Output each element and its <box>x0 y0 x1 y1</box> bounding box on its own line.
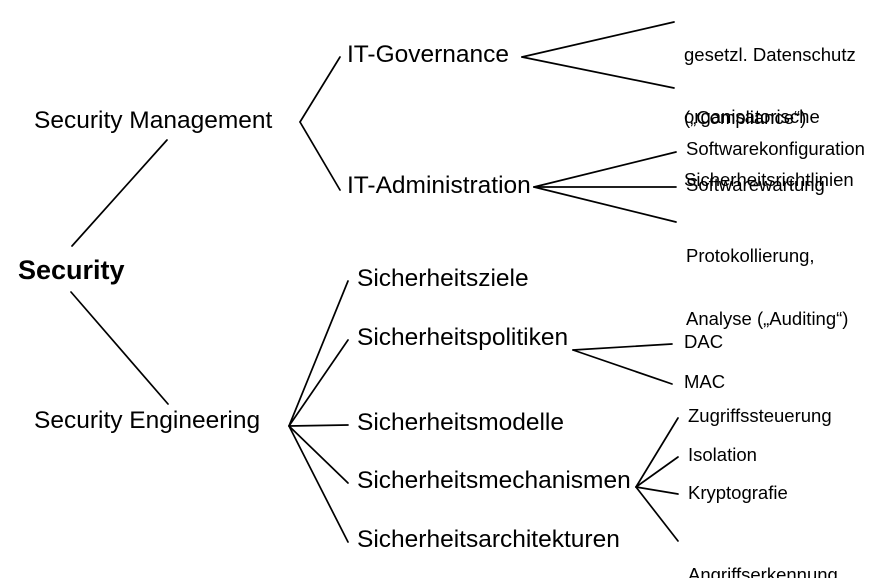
node-zugriffssteuerung[interactable]: Zugriffssteuerung <box>688 405 832 426</box>
node-protokollierung-analyse[interactable]: Protokollierung, Analyse („Auditing“) <box>686 205 848 371</box>
node-kryptografie[interactable]: Kryptografie <box>688 482 788 503</box>
node-organisatorische-line1: organisatorische <box>684 106 820 128</box>
node-security-engineering[interactable]: Security Engineering <box>34 407 261 434</box>
edge-mechanismen-to-zugriffssteuerung <box>635 417 679 488</box>
node-sicherheitsmodelle[interactable]: Sicherheitsmodelle <box>357 409 564 436</box>
node-sicherheitsziele[interactable]: Sicherheitsziele <box>357 265 529 292</box>
node-sicherheitspolitiken[interactable]: Sicherheitspolitiken <box>357 324 569 351</box>
node-softwarekonfiguration[interactable]: Softwarekonfiguration <box>686 138 865 159</box>
node-security-root[interactable]: Security <box>18 255 125 285</box>
node-organisatorische-sicherheitsrichtlinien[interactable]: organisatorische Sicherheitsrichtlinien <box>684 66 854 232</box>
node-isolation[interactable]: Isolation <box>688 444 757 465</box>
edge-politiken-to-dac <box>572 343 673 351</box>
node-angriffserkennung-line1: Angriffserkennung <box>688 564 838 578</box>
node-gesetzl-datenschutz-line1: gesetzl. Datenschutz <box>684 44 856 66</box>
edge-itadmin-to-protokollierung <box>533 186 677 223</box>
edge-security-to-security-engineering <box>70 291 169 405</box>
node-softwarewartung[interactable]: Softwarewartung <box>686 174 825 195</box>
edge-seceng-to-sicherheitsziele <box>288 280 349 427</box>
edge-seceng-to-sicherheitsmodelle <box>288 424 349 427</box>
edge-secmgmt-to-it-administration <box>299 121 341 191</box>
edge-secmgmt-to-it-governance <box>299 56 341 123</box>
edge-itadmin-to-softwarekonfiguration <box>533 151 677 188</box>
node-angriffserkennung[interactable]: Angriffserkennung (Intrusion Detection) <box>688 524 855 578</box>
edge-seceng-to-sicherheitspolitiken <box>288 339 349 427</box>
node-gesetzl-datenschutz[interactable]: gesetzl. Datenschutz („Compliance“) <box>684 4 856 170</box>
edge-itgov-to-richtlinien <box>521 56 675 89</box>
edge-itgov-to-compliance <box>521 21 675 58</box>
edge-security-to-security-management <box>71 139 168 247</box>
edge-mechanismen-to-angriffserkennung <box>635 486 679 542</box>
node-protokollierung-line1: Protokollierung, <box>686 245 815 267</box>
node-it-administration[interactable]: IT-Administration <box>347 172 531 199</box>
node-mac[interactable]: MAC <box>684 371 726 392</box>
edge-mechanismen-to-kryptografie <box>635 486 679 495</box>
edge-politiken-to-mac <box>572 349 673 385</box>
node-sicherheitsarchitekturen[interactable]: Sicherheitsarchitekturen <box>357 526 620 553</box>
edge-seceng-to-sicherheitsmechanismen <box>288 425 349 484</box>
node-dac[interactable]: DAC <box>684 331 724 352</box>
edge-seceng-to-sicherheitsarchitekturen <box>288 425 349 543</box>
edge-mechanismen-to-isolation <box>635 456 679 488</box>
node-organisatorische-line2: Sicherheitsrichtlinien <box>684 168 854 190</box>
node-gesetzl-datenschutz-line2: („Compliance“) <box>684 106 807 128</box>
node-protokollierung-line2: Analyse („Auditing“) <box>686 307 849 329</box>
node-sicherheitsmechanismen[interactable]: Sicherheitsmechanismen <box>357 467 631 494</box>
node-it-governance[interactable]: IT-Governance <box>347 41 510 68</box>
node-security-management[interactable]: Security Management <box>34 107 273 134</box>
